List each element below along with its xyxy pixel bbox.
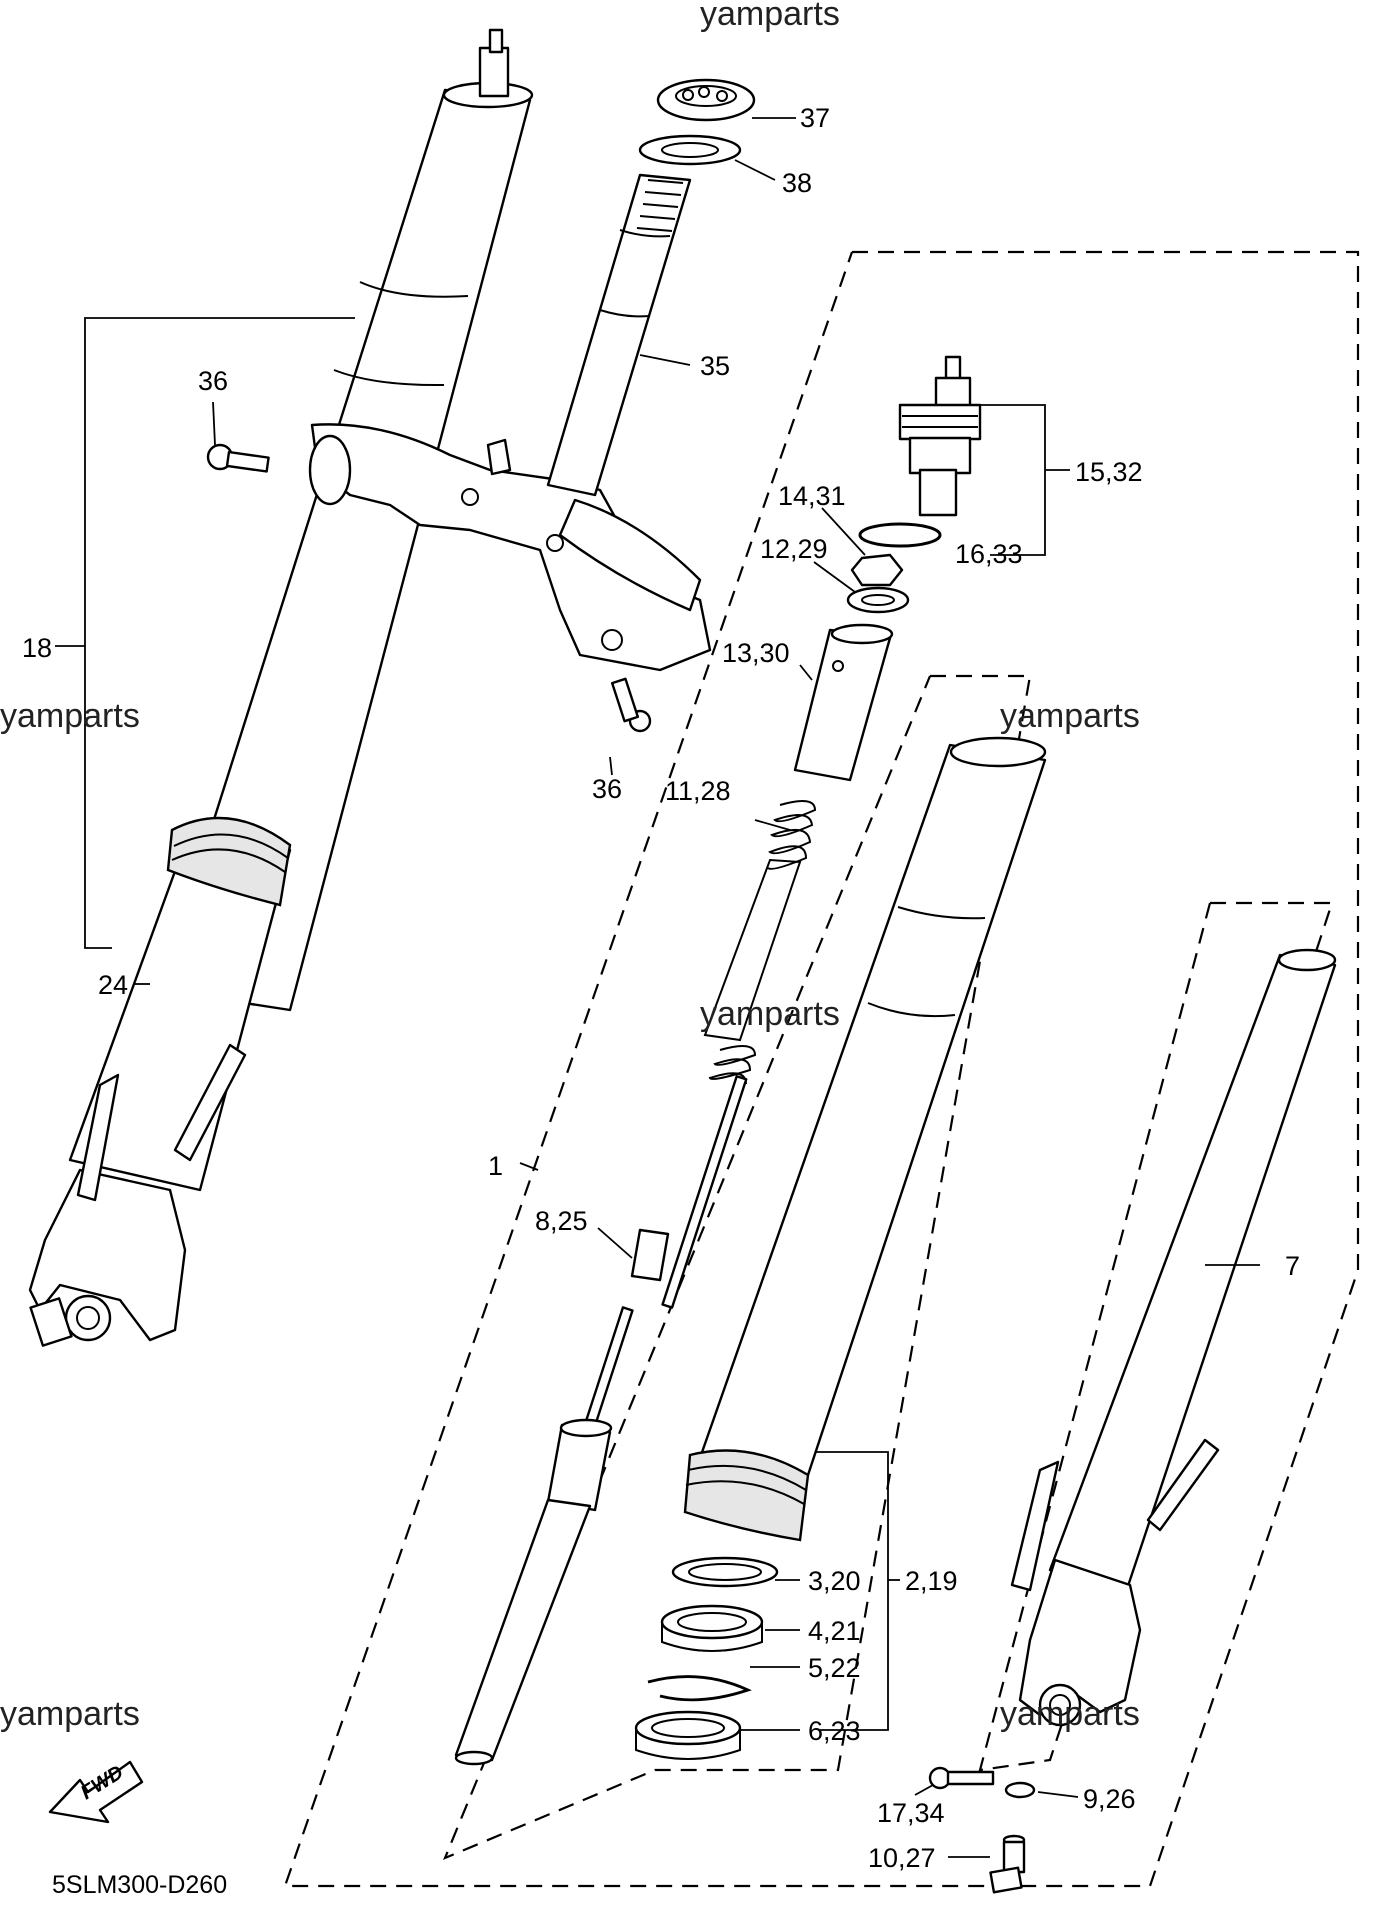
dust-seal-6-drawing xyxy=(634,1710,742,1760)
callout-4-21: 4,21 xyxy=(808,1616,861,1646)
callout-2-19: 2,19 xyxy=(905,1566,958,1596)
callout-12-29: 12,29 xyxy=(760,534,828,564)
complete-fork-leg-drawing xyxy=(28,28,534,1347)
callout-38: 38 xyxy=(782,168,812,198)
spring-11-drawing xyxy=(703,800,817,1085)
cap-bolt-15-drawing xyxy=(898,355,982,517)
nut-14-drawing xyxy=(850,553,904,587)
diagram-code: 5SLM300-D260 xyxy=(52,1871,227,1899)
group-outline-fork-inner xyxy=(283,250,1360,1888)
damper-rod-8-drawing xyxy=(454,1075,748,1766)
callout-11-28: 11,28 xyxy=(665,776,731,806)
inner-tube-2-drawing xyxy=(683,736,1047,1542)
oil-seal-4-drawing xyxy=(660,1604,764,1652)
washer-3-drawing xyxy=(671,1556,779,1588)
lower-bracket-drawing xyxy=(308,173,712,672)
callout-18: 18 xyxy=(22,633,52,663)
watermark-right: yamparts xyxy=(1000,697,1140,735)
callout-16-33: 16,33 xyxy=(955,539,1023,569)
callout-10-27: 10,27 xyxy=(868,1843,936,1873)
callout-7: 7 xyxy=(1285,1251,1300,1281)
leader-lines xyxy=(55,117,1260,1858)
callout-14-31: 14,31 xyxy=(778,481,846,511)
callout-1: 1 xyxy=(488,1151,503,1181)
callout-6-23: 6,23 xyxy=(808,1716,861,1746)
fwd-direction-arrow: FWD xyxy=(48,1760,144,1824)
callout-36-lower: 36 xyxy=(592,774,622,804)
outer-tube-7-drawing xyxy=(1010,948,1337,1727)
bolt-36-upper-drawing xyxy=(206,443,270,473)
circlip-5-drawing xyxy=(647,1675,752,1702)
callout-35: 35 xyxy=(700,351,730,381)
washer-12-drawing xyxy=(846,586,910,614)
callout-5-22: 5,22 xyxy=(808,1653,861,1683)
callout-3-20: 3,20 xyxy=(808,1566,861,1596)
spacer-13-drawing xyxy=(793,623,894,782)
washer-9-drawing xyxy=(1004,1781,1036,1799)
o-ring-16-drawing xyxy=(858,522,942,548)
group-outline-outer-tube-assembly xyxy=(978,901,1334,1772)
callout-15-32: 15,32 xyxy=(1075,457,1143,487)
callout-36-upper: 36 xyxy=(198,366,228,396)
callout-9-26: 9,26 xyxy=(1083,1784,1136,1814)
bolt-17-drawing xyxy=(928,1766,995,1790)
washer-38-drawing xyxy=(638,134,742,166)
callout-13-30: 13,30 xyxy=(722,638,790,668)
watermark-bottom-right: yamparts xyxy=(1000,1695,1140,1733)
watermark-top: yamparts xyxy=(700,0,840,33)
callout-8-25: 8,25 xyxy=(535,1206,588,1236)
bolt-10-drawing xyxy=(989,1834,1026,1894)
callout-24: 24 xyxy=(98,970,128,1000)
watermark-left: yamparts xyxy=(0,697,140,735)
watermark-bottom-left: yamparts xyxy=(0,1695,140,1733)
bearing-37-drawing xyxy=(656,78,756,122)
watermark-center: yamparts xyxy=(700,995,840,1033)
callout-37: 37 xyxy=(800,103,830,133)
callout-17-34: 17,34 xyxy=(877,1798,945,1828)
bolt-36-lower-drawing xyxy=(610,677,652,733)
